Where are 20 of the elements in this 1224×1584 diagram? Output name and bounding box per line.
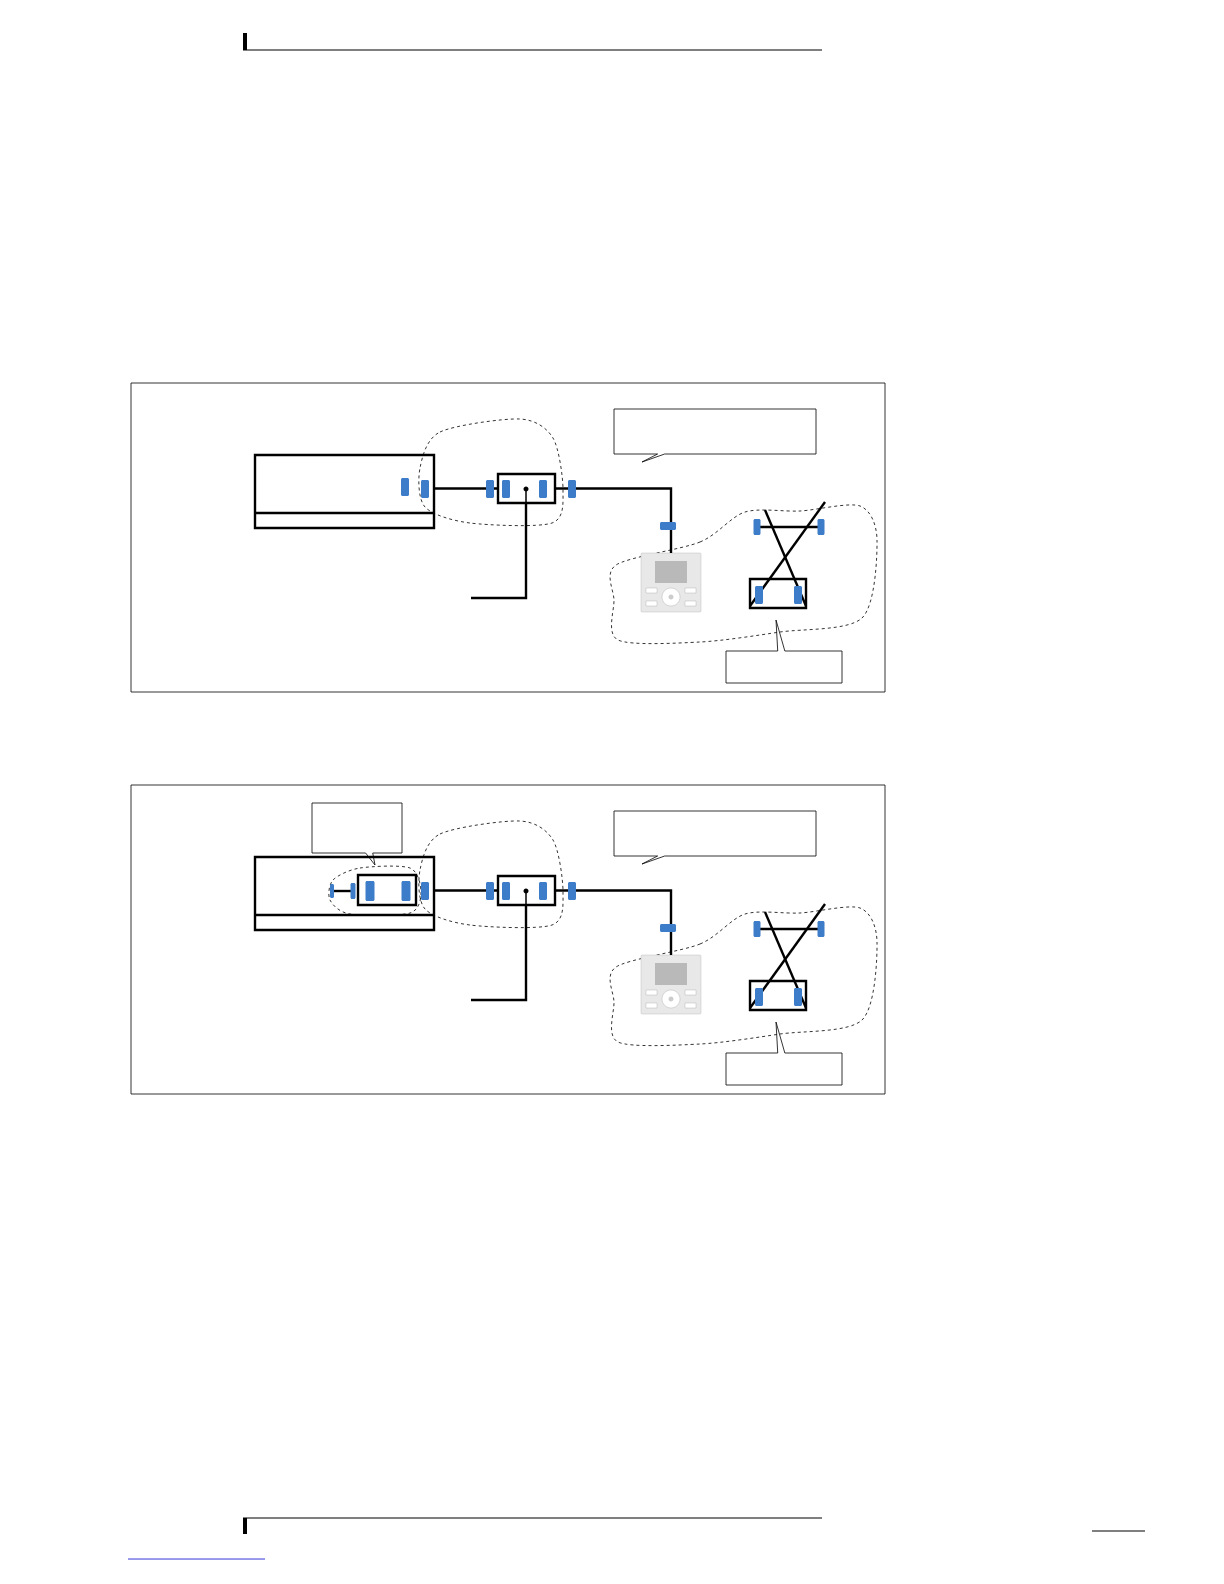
wire <box>555 889 673 955</box>
unit-box <box>748 577 808 610</box>
speech-callout <box>725 1021 843 1086</box>
wire <box>434 889 498 892</box>
speech-callout <box>613 810 817 865</box>
wire <box>555 487 673 553</box>
unit-box <box>253 855 436 932</box>
speech-callout <box>613 408 817 463</box>
unit-box <box>356 873 418 907</box>
adapter-box <box>496 472 557 505</box>
speech-callout <box>725 619 843 684</box>
speech-callout <box>311 802 403 866</box>
picture <box>640 552 702 613</box>
wire <box>434 487 498 490</box>
adapter-box <box>496 874 557 907</box>
picture <box>640 954 702 1015</box>
unit-box <box>253 453 436 530</box>
unit-box <box>748 979 808 1012</box>
wire <box>471 503 528 600</box>
wire <box>471 905 528 1002</box>
